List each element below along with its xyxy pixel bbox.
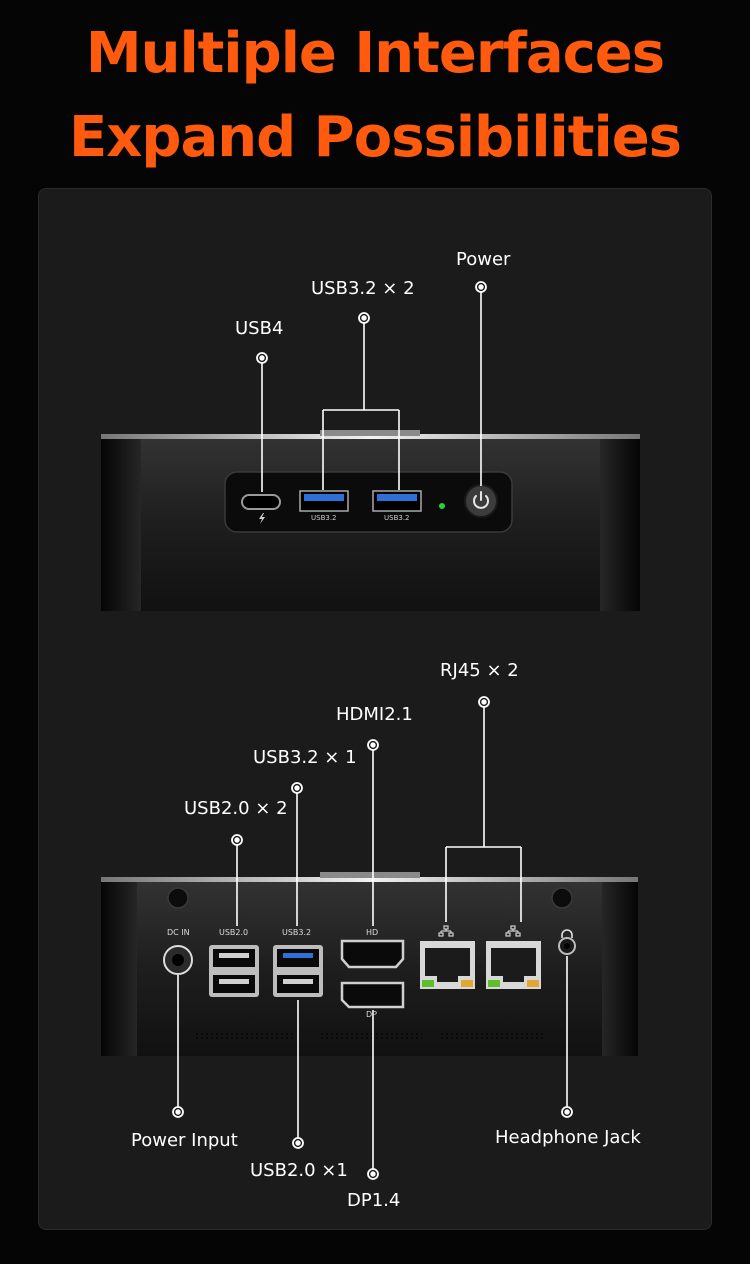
- network-icon: [438, 925, 454, 937]
- label-headphone-jack: Headphone Jack: [495, 1127, 641, 1148]
- headline-line-1: Multiple Interfaces: [85, 21, 665, 86]
- label-power: Power: [456, 249, 511, 270]
- label-power-input: Power Input: [131, 1130, 238, 1151]
- power-icon: [473, 491, 489, 509]
- led-indicator: [439, 503, 445, 509]
- port-text-usb32-a: USB3.2: [311, 514, 337, 522]
- label-usb4: USB4: [235, 318, 284, 339]
- port-text-hd: HD: [366, 928, 379, 937]
- label-dp14: DP1.4: [347, 1190, 401, 1211]
- label-usb32-x1: USB3.2 × 1: [253, 747, 357, 768]
- headline-line-2: Expand Possibilities: [68, 105, 682, 170]
- port-text-dp: DP: [366, 1010, 377, 1019]
- front-leader-lines: [261, 291, 482, 492]
- label-usb20-x1: USB2.0 ×1: [250, 1160, 348, 1181]
- rear-device: [101, 872, 638, 1056]
- hdmi-port: [340, 939, 405, 969]
- rj45-port-2: [486, 941, 541, 989]
- front-device: [101, 430, 640, 611]
- rear-leader-lines: [177, 706, 568, 1170]
- port-text-usb32: USB3.2: [282, 928, 312, 937]
- port-text-usb32-b: USB3.2: [384, 514, 410, 522]
- label-usb20-x2: USB2.0 × 2: [184, 798, 288, 819]
- dp-port: [340, 981, 405, 1009]
- rj45-port-1: [420, 941, 475, 989]
- label-hdmi: HDMI2.1: [336, 704, 413, 725]
- network-icon: [505, 925, 521, 937]
- rear-callout-dots: [172, 696, 573, 1180]
- label-usb32-x2: USB3.2 × 2: [311, 278, 415, 299]
- port-text-dc-in: DC IN: [167, 928, 190, 937]
- product-panel: [38, 188, 712, 1230]
- port-text-usb20: USB2.0: [219, 928, 249, 937]
- headphone-icon: [561, 929, 573, 938]
- label-rj45-x2: RJ45 × 2: [440, 660, 519, 681]
- front-callout-dots: [256, 281, 487, 364]
- thunderbolt-icon: [259, 513, 265, 524]
